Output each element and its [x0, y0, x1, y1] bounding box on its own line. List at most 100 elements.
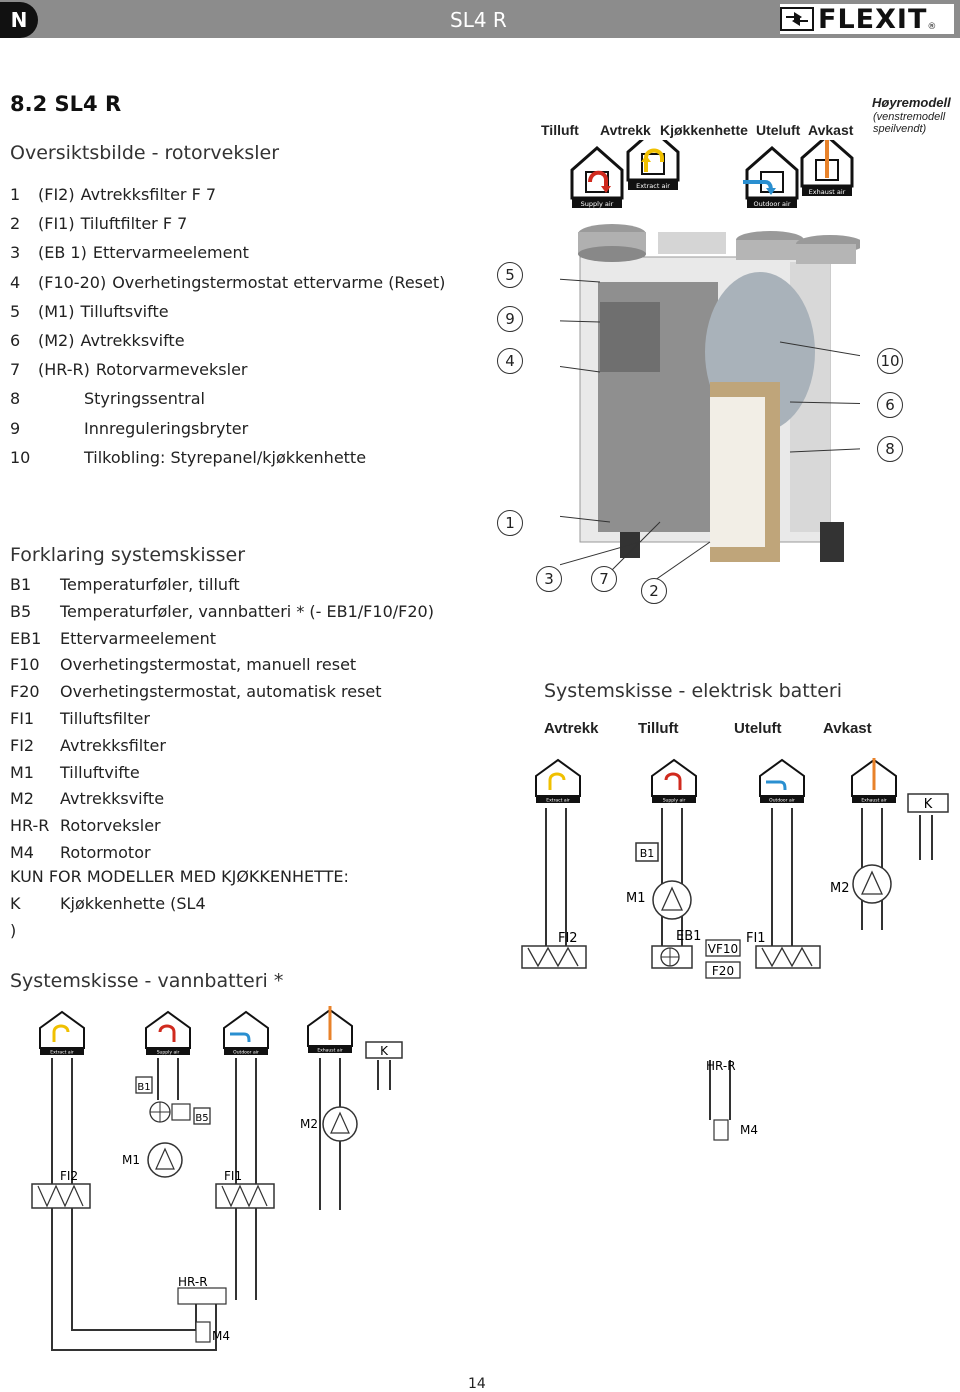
svg-text:B1: B1 [137, 1082, 150, 1093]
legend-title: Forklaring systemskisser [10, 544, 246, 566]
svg-text:Outdoor air: Outdoor air [233, 1050, 259, 1056]
svg-text:HR-R: HR-R [178, 1275, 208, 1289]
callout-7: 7 [591, 566, 617, 592]
legend-key: FI1 [10, 708, 35, 728]
electric-label-avkast: Avkast [823, 720, 872, 737]
legend-description: Temperaturføler, vannbatteri * (- EB1/F1… [60, 601, 434, 621]
part-number: 7 [10, 360, 21, 380]
callout-2: 2 [641, 578, 667, 604]
part-code: (FI2) [38, 185, 75, 204]
legend-description: Overhetingstermostat, manuell reset [60, 655, 357, 675]
water-title: Systemskisse - vannbatteri * [10, 970, 284, 992]
part-number: 9 [10, 418, 21, 438]
supply-air-icon: Supply air [145, 1010, 191, 1056]
callout-4: 4 [497, 348, 523, 374]
legend-item: F20 Overhetingstermostat, automatisk rese… [10, 679, 434, 706]
parts-list-item: 9 Innreguleringsbryter [10, 414, 445, 443]
photo-airflow-icons: Supply air Extract air Outdoor air Exhau… [570, 140, 854, 208]
svg-text:Exhaust air: Exhaust air [317, 1048, 343, 1054]
legend-item: HR-R Rotorveksler [10, 813, 434, 840]
outdoor-air-icon: Outdoor air [759, 758, 805, 804]
callout-6: 6 [877, 392, 903, 418]
flexit-logo: FLEXIT ® [780, 3, 954, 35]
svg-text:Supply air: Supply air [581, 200, 614, 208]
extract-air-icon: Extract air [626, 140, 680, 190]
legend-description: Rotorveksler [60, 816, 161, 836]
parts-list-item: 6(M2)Avtrekksvifte [10, 326, 445, 355]
electric-label-uteluft: Uteluft [734, 720, 782, 737]
section-subtitle: Oversiktsbilde - rotorveksler [10, 142, 280, 164]
legend-description: Tilluftvifte [60, 762, 140, 782]
part-description: Overhetingstermostat ettervarme (Reset) [112, 272, 446, 292]
logo-text: FLEXIT [818, 3, 928, 35]
legend-key: EB1 [10, 628, 42, 648]
svg-text:Supply air: Supply air [663, 798, 686, 804]
svg-text:M1: M1 [122, 1153, 140, 1167]
svg-text:F20: F20 [712, 964, 734, 978]
exhaust-air-icon: Exhaust air [800, 140, 854, 196]
svg-text:Supply air: Supply air [157, 1050, 180, 1056]
svg-text:B5: B5 [195, 1113, 208, 1124]
part-description: Tilkobling: Styrepanel/kjøkkenhette [84, 447, 367, 467]
legend-key: M2 [10, 789, 34, 809]
photo-label-kjokkenhette: Kjøkkenhette [660, 122, 748, 138]
svg-text:Outdoor air: Outdoor air [753, 200, 790, 208]
photo-label-avkast: Avkast [808, 122, 854, 138]
callout-1: 1 [497, 510, 523, 536]
svg-text:K: K [924, 797, 933, 812]
svg-text:K: K [380, 1044, 389, 1058]
svg-text:VF10: VF10 [708, 942, 738, 956]
part-description: Innreguleringsbryter [84, 418, 249, 438]
legend-description: Overhetingstermostat, automatisk reset [60, 682, 382, 702]
model-title: Høyremodell [872, 95, 951, 110]
legend-key: B1 [10, 575, 32, 594]
part-code: (M2) [38, 331, 75, 351]
water-icons: Extract air Supply air Outdoor air Exhau… [39, 1006, 353, 1056]
part-number: 10 [10, 447, 31, 467]
page-number: 14 [468, 1376, 486, 1392]
part-description: Tiluftfilter F 7 [80, 214, 188, 234]
logo-arrows-icon [780, 7, 814, 31]
callout-8: 8 [877, 436, 903, 462]
photo-label-tilluft: Tilluft [541, 122, 579, 138]
supply-air-icon: Supply air [651, 758, 697, 804]
callout-5: 5 [497, 262, 523, 288]
part-number: 8 [10, 389, 21, 409]
legend-key: B5 [10, 601, 32, 621]
part-number: 1 [10, 185, 21, 204]
svg-text:Extract air: Extract air [636, 182, 670, 190]
svg-text:M4: M4 [740, 1123, 758, 1137]
part-description: Avtrekksfilter F 7 [80, 185, 217, 204]
model-note-1: (venstremodell [873, 111, 946, 123]
parts-list-item: 7(HR-R)Rotorvarmeveksler [10, 355, 445, 384]
parts-list-item: 3(EB 1)Ettervarmeelement [10, 238, 445, 267]
part-code: (EB 1) [38, 243, 87, 263]
legend-key: F20 [10, 682, 40, 702]
svg-text:FI1: FI1 [224, 1169, 242, 1183]
water-ducts [51, 1058, 731, 1351]
svg-text:M1: M1 [626, 891, 646, 906]
kitchen-heading: KUN FOR MODELLER MED KJØKKENHETTE: [10, 867, 349, 886]
part-number: 3 [10, 243, 21, 263]
svg-text:FI2: FI2 [558, 931, 578, 946]
electric-title: Systemskisse - elektrisk batteri [544, 680, 842, 702]
parts-list-item: 4(F10-20)Overhetingstermostat ettervarme… [10, 268, 445, 297]
supply-air-icon: Supply air [570, 146, 624, 208]
svg-text:Outdoor air: Outdoor air [769, 798, 795, 804]
kitchen-tail: ) [10, 921, 17, 940]
svg-text:Extract air: Extract air [546, 798, 570, 804]
svg-text:B1: B1 [640, 847, 655, 860]
kitchen-desc: Kjøkkenhette (SL4 [60, 894, 206, 913]
outdoor-air-icon: Outdoor air [743, 146, 799, 208]
unit-photo [560, 224, 860, 582]
svg-text:FI2: FI2 [60, 1169, 78, 1183]
legend-key: HR-R [10, 816, 50, 836]
section-badge: N [0, 2, 38, 38]
